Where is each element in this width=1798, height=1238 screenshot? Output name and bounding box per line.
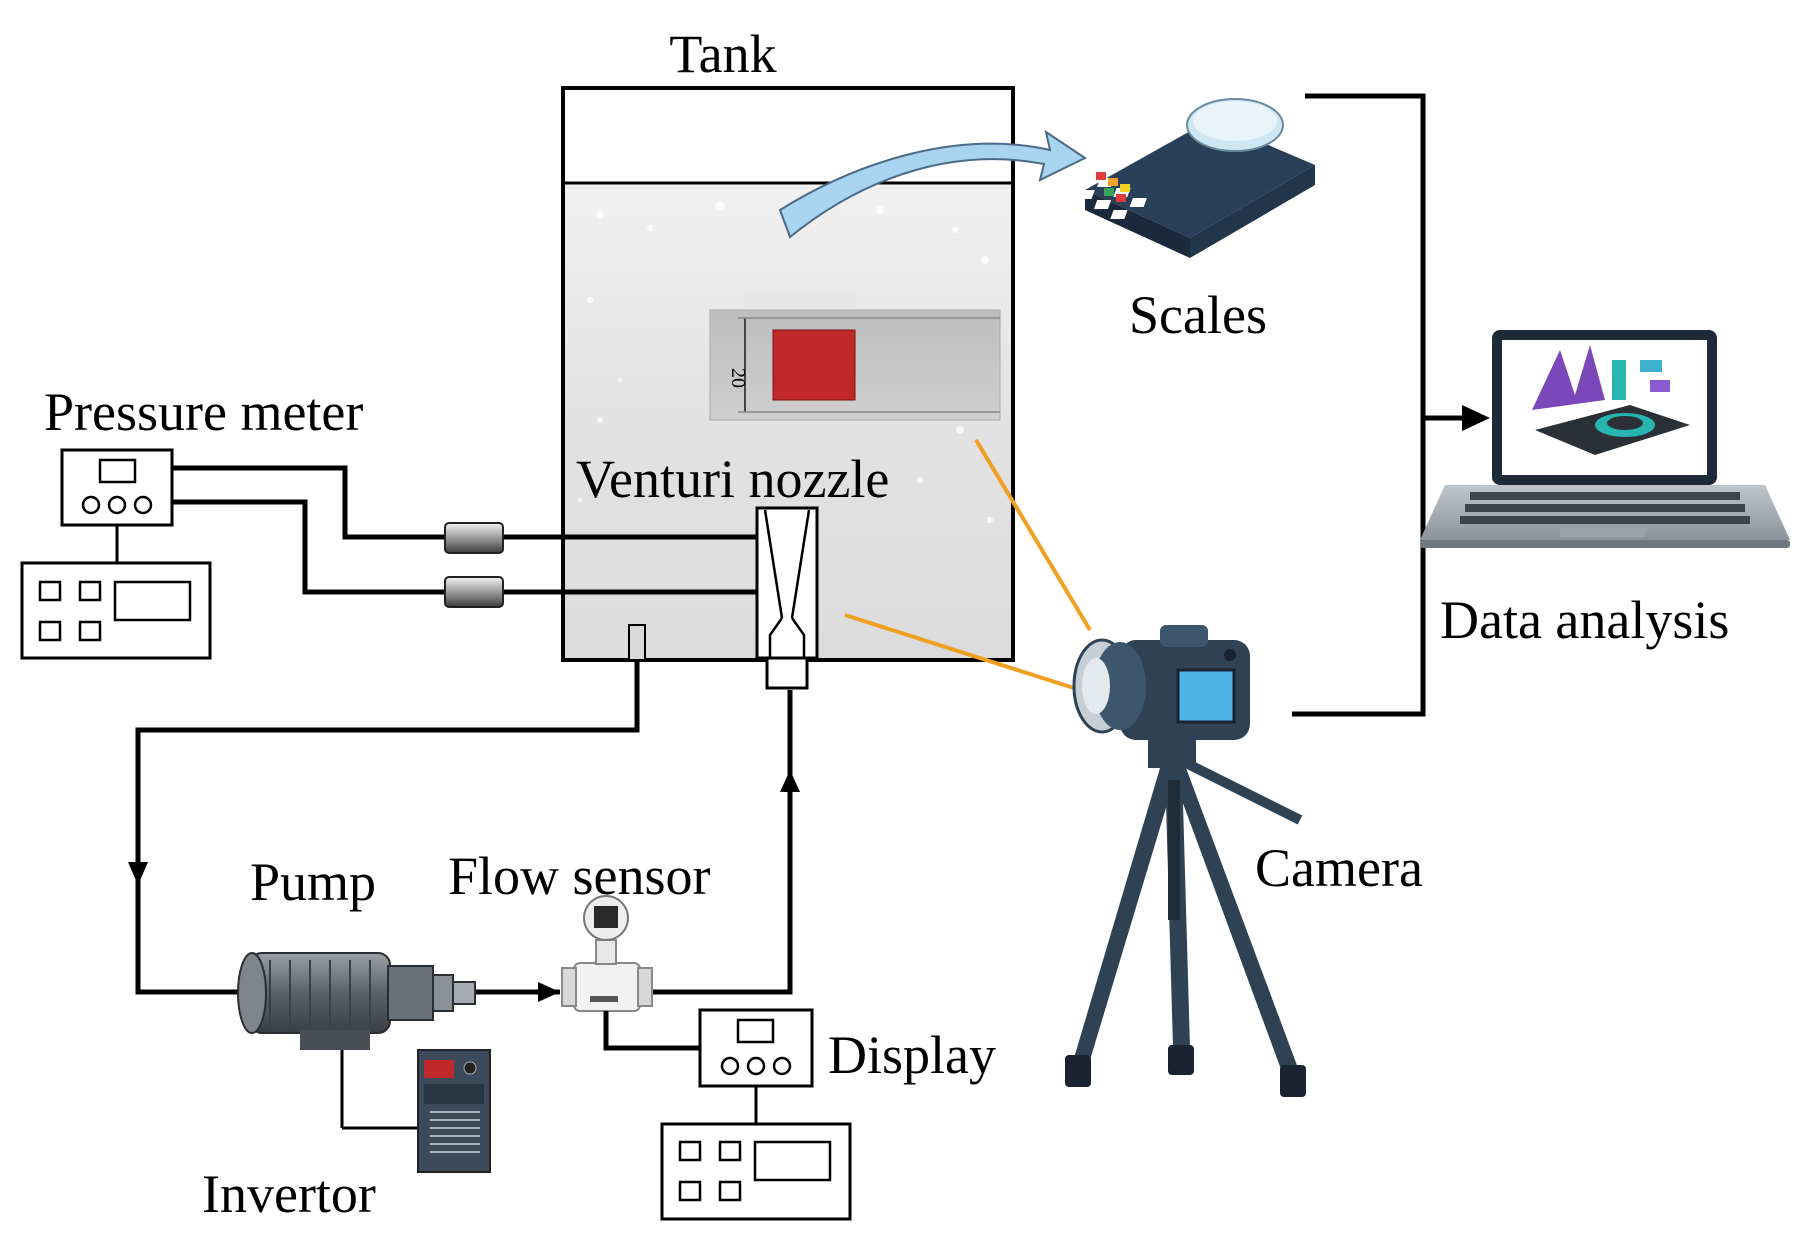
pressure-lines xyxy=(172,465,757,595)
sample-inset-image: 20 xyxy=(709,290,1001,421)
venturi-nozzle-label: Venturi nozzle xyxy=(576,449,889,509)
invertor-label: Invertor xyxy=(202,1164,376,1224)
pump-motor-icon xyxy=(237,952,476,1050)
flow-sensor-label: Flow sensor xyxy=(448,846,711,906)
flow-loop-pipes xyxy=(135,660,793,995)
pressure-meter-label: Pressure meter xyxy=(44,382,363,442)
display-icon xyxy=(698,1008,814,1088)
camera-icon xyxy=(1072,625,1250,740)
tripod-icon xyxy=(1065,740,1306,1097)
transfer-arrow xyxy=(778,129,1088,239)
flow-sensor-cable xyxy=(603,1011,700,1051)
pressure-meter-controller xyxy=(20,561,212,660)
red-sample xyxy=(772,329,856,401)
data-analysis-label: Data analysis xyxy=(1440,590,1729,650)
laptop-icon xyxy=(1420,330,1790,548)
camera-label: Camera xyxy=(1255,838,1423,898)
data-bracket xyxy=(1292,93,1465,717)
display-controller xyxy=(660,1122,852,1221)
scales-icon xyxy=(1077,98,1315,258)
flow-direction-arrows xyxy=(128,770,800,1002)
pressure-meter-icon xyxy=(60,448,174,527)
pressure-fittings xyxy=(444,522,504,608)
data-arrow xyxy=(1462,405,1490,431)
scales-label: Scales xyxy=(1129,285,1267,345)
scale-mark-label: 20 xyxy=(727,368,749,388)
invertor-icon xyxy=(417,1049,491,1173)
camera-view-lines xyxy=(844,438,1092,692)
venturi-nozzle xyxy=(755,506,819,690)
display-label: Display xyxy=(828,1025,996,1085)
flow-sensor-icon xyxy=(561,895,653,1012)
tank-outlet xyxy=(628,624,646,661)
pump-label: Pump xyxy=(250,852,376,912)
tank-label: Tank xyxy=(669,24,776,84)
